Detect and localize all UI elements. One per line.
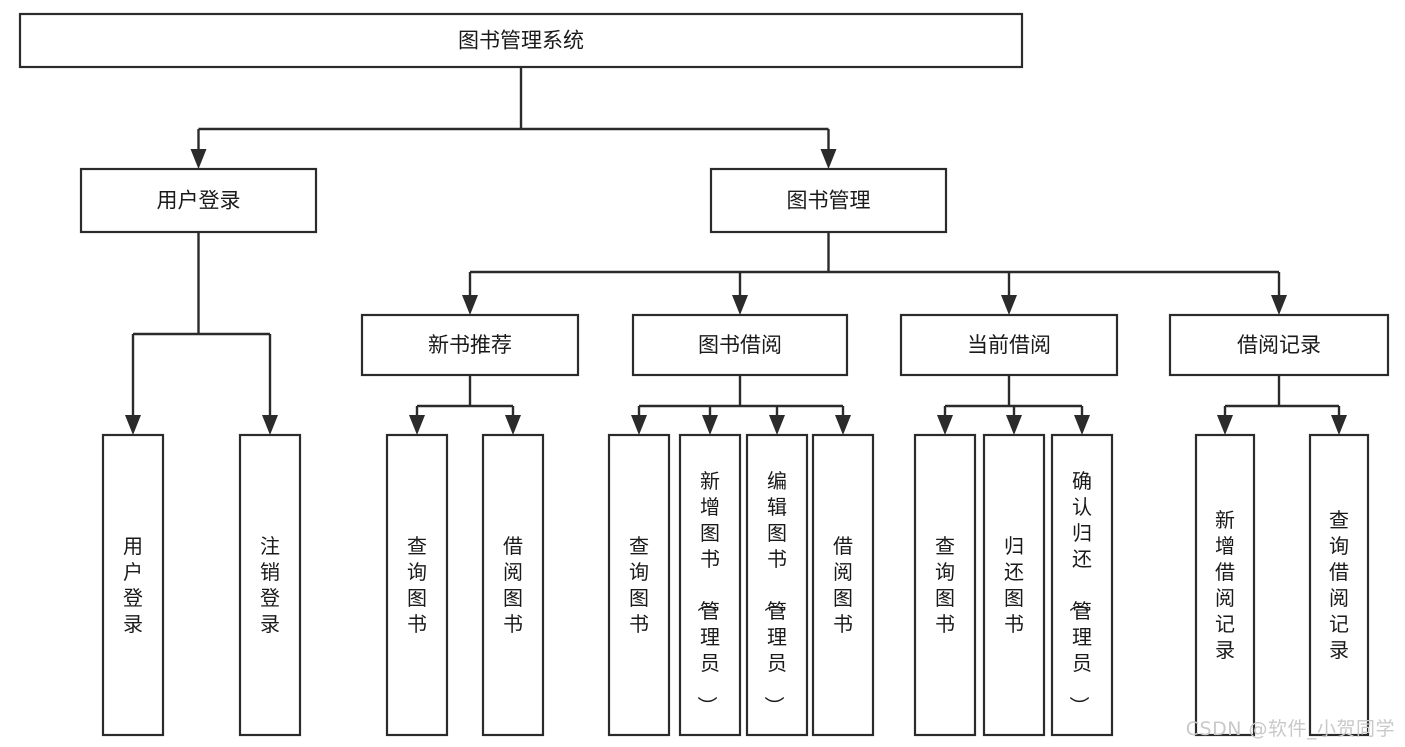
node-leaf-borrow-book-rec[interactable]: 借阅图书 (481, 433, 545, 737)
node-current-borrow-label: 当前借阅 (967, 333, 1051, 357)
node-book-manage[interactable]: 图书管理 (709, 167, 948, 234)
node-user-login-label: 用户登录 (157, 189, 241, 213)
node-book-borrow-label: 图书借阅 (698, 333, 782, 357)
node-leaf-add-record[interactable]: 新增借阅记录 (1194, 433, 1256, 737)
node-book-manage-label: 图书管理 (787, 189, 871, 213)
node-leaf-query-record[interactable]: 查询借阅记录 (1308, 433, 1370, 737)
node-leaf-query-book-label: 查询图书 (629, 534, 649, 636)
node-leaf-query-record-label: 查询借阅记录 (1329, 508, 1349, 662)
node-leaf-logout-label: 注销登录 (260, 534, 280, 636)
node-leaf-return-book[interactable]: 归还图书 (982, 433, 1046, 737)
node-leaf-user-login[interactable]: 用户登录 (101, 433, 165, 737)
node-leaf-confirm-return[interactable]: 确认归还（管理员） (1050, 433, 1114, 737)
connector-layer (125, 67, 1347, 435)
node-root-system-label: 图书管理系统 (458, 29, 584, 53)
node-leaf-user-login-label: 用户登录 (123, 534, 143, 636)
node-book-borrow[interactable]: 图书借阅 (631, 313, 849, 377)
node-leaf-borrow-book-label: 借阅图书 (833, 534, 853, 636)
node-leaf-add-book-label: 新增图书（管理员） (695, 469, 720, 716)
node-leaf-query-book-rec-label: 查询图书 (407, 534, 427, 636)
node-leaf-add-book[interactable]: 新增图书（管理员） (678, 433, 742, 737)
node-user-login[interactable]: 用户登录 (79, 167, 318, 234)
node-leaf-borrow-book[interactable]: 借阅图书 (811, 433, 875, 737)
node-leaf-edit-book[interactable]: 编辑图书（管理员） (745, 433, 809, 737)
node-leaf-add-record-label: 新增借阅记录 (1215, 508, 1235, 662)
node-current-borrow[interactable]: 当前借阅 (899, 313, 1119, 377)
node-leaf-query-book[interactable]: 查询图书 (607, 433, 671, 737)
node-new-book-rec[interactable]: 新书推荐 (360, 313, 580, 377)
node-leaf-return-book-label: 归还图书 (1004, 534, 1024, 636)
node-leaf-borrow-book-rec-label: 借阅图书 (503, 534, 523, 636)
node-leaf-query-book-cur[interactable]: 查询图书 (913, 433, 977, 737)
node-leaf-query-book-rec[interactable]: 查询图书 (385, 433, 449, 737)
node-leaf-query-book-cur-label: 查询图书 (935, 534, 955, 636)
node-leaf-edit-book-label: 编辑图书（管理员） (762, 469, 787, 716)
node-layer: 图书管理系统用户登录图书管理新书推荐图书借阅当前借阅借阅记录用户登录注销登录查询… (18, 12, 1390, 737)
node-root-system[interactable]: 图书管理系统 (18, 12, 1024, 69)
node-borrow-record-label: 借阅记录 (1237, 333, 1321, 357)
node-leaf-logout[interactable]: 注销登录 (238, 433, 302, 737)
node-new-book-rec-label: 新书推荐 (428, 333, 512, 357)
node-leaf-confirm-return-label: 确认归还（管理员） (1067, 469, 1092, 716)
node-borrow-record[interactable]: 借阅记录 (1168, 313, 1390, 377)
